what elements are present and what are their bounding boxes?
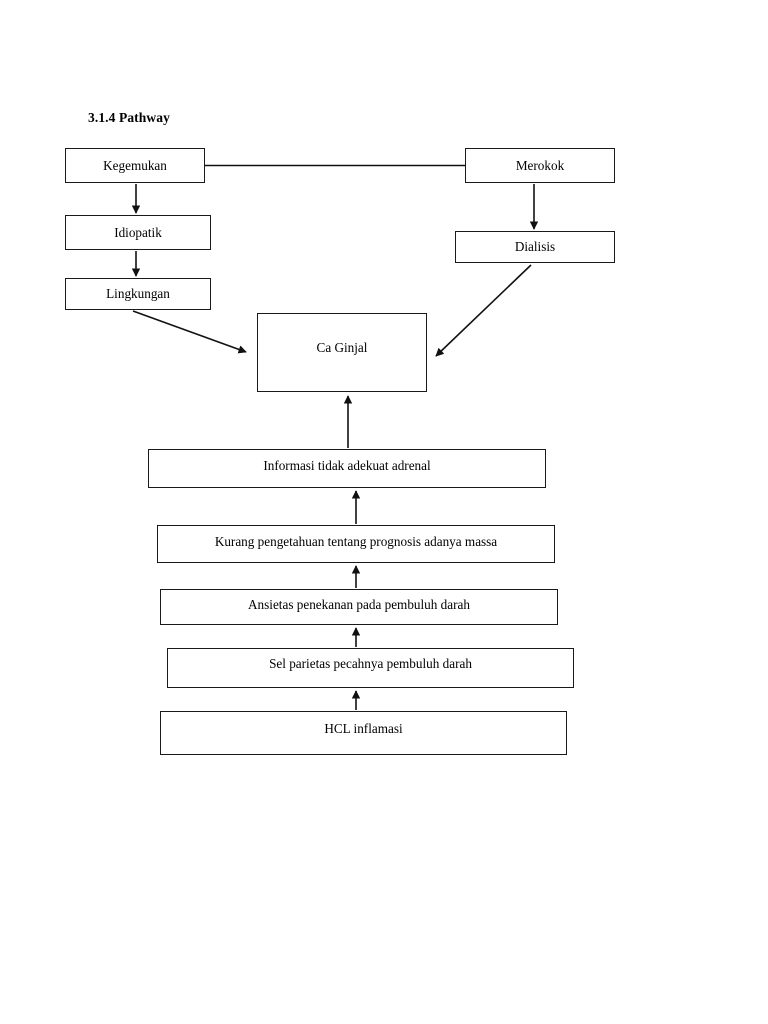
node-label: Ansietas penekanan pada pembuluh darah	[248, 597, 470, 612]
node-label: Kegemukan	[103, 157, 167, 173]
node-hcl-inflamasi[interactable]: HCL inflamasi	[160, 711, 567, 755]
node-kurang-pengetahuan[interactable]: Kurang pengetahuan tentang prognosis ada…	[157, 525, 555, 563]
node-label: Idiopatik	[114, 224, 162, 240]
node-sel-parietas[interactable]: Sel parietas pecahnya pembuluh darah	[167, 648, 574, 688]
node-dialisis[interactable]: Dialisis	[455, 231, 615, 263]
node-lingkungan[interactable]: Lingkungan	[65, 278, 211, 310]
node-label: Lingkungan	[106, 286, 170, 302]
node-label: Informasi tidak adekuat adrenal	[263, 458, 431, 473]
node-label: Sel parietas pecahnya pembuluh darah	[269, 656, 472, 671]
node-kegemukan[interactable]: Kegemukan	[65, 148, 205, 183]
node-label: Dialisis	[514, 239, 556, 255]
edge-lingkungan-ca-ginjal	[132, 310, 247, 354]
node-label: HCL inflamasi	[324, 721, 403, 736]
node-label: Merokok	[515, 157, 565, 173]
node-idiopatik[interactable]: Idiopatik	[65, 215, 211, 250]
node-label: Kurang pengetahuan tentang prognosis ada…	[214, 534, 498, 549]
page-title: 3.1.4 Pathway	[88, 110, 170, 125]
node-label: Ca Ginjal	[316, 340, 368, 355]
edge-dialisis-ca-ginjal	[435, 264, 532, 357]
node-ca-ginjal[interactable]: Ca Ginjal	[257, 313, 427, 392]
node-informasi-tidak-adekuat[interactable]: Informasi tidak adekuat adrenal	[148, 449, 546, 488]
node-merokok[interactable]: Merokok	[465, 148, 615, 183]
node-ansietas[interactable]: Ansietas penekanan pada pembuluh darah	[160, 589, 558, 625]
